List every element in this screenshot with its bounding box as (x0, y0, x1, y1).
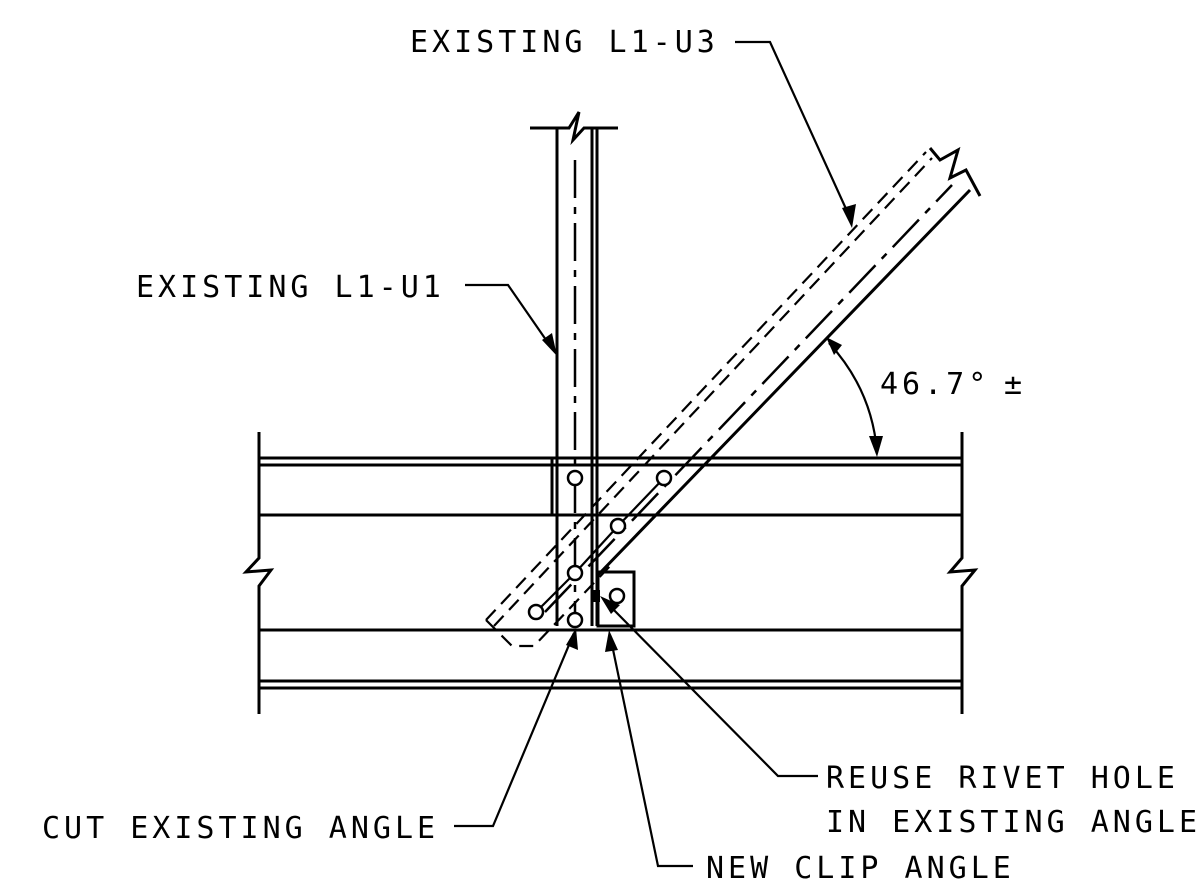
diagonal-member-l1-u3 (485, 146, 982, 648)
rivet-hole (608, 587, 626, 605)
angle-arc (828, 342, 879, 453)
diagonal-hidden-end (485, 565, 611, 648)
arrowhead-reuse-rivet-hole (600, 596, 620, 614)
fastener-pattern (527, 469, 673, 629)
label-existing-l1-u1: EXISTING L1-U1 (136, 270, 445, 305)
rivet-hole (609, 517, 627, 535)
rivet-hole (655, 469, 673, 487)
rivet-hole (566, 469, 584, 487)
label-angle-value: 46.7° (880, 367, 990, 402)
beam-right-break-line (946, 432, 979, 714)
rivet-gauge-line-middle (574, 525, 619, 574)
arrowhead-existing-l1-u3 (842, 204, 856, 228)
leader-cut-existing-angle (454, 632, 576, 828)
label-new-clip-angle: NEW CLIP ANGLE (706, 851, 1015, 886)
label-reuse-rivet-hole-line2: IN EXISTING ANGLE (826, 805, 1201, 840)
angle-arrowhead-lower (869, 436, 883, 457)
vertical-member-l1-u1 (530, 111, 618, 626)
new-clip-angle (592, 570, 636, 628)
label-plus-minus: ± (1004, 367, 1026, 402)
leader-lines (454, 40, 856, 868)
callout-labels: EXISTING L1-U3 EXISTING L1-U1 46.7° ± RE… (42, 25, 1201, 886)
diagonal-top-break-line (928, 146, 982, 197)
label-reuse-rivet-hole-line1: REUSE RIVET HOLE (826, 761, 1179, 796)
leader-reuse-rivet-hole (603, 599, 818, 778)
rivet-hole (566, 564, 584, 582)
beam-left-break-line (242, 432, 275, 714)
leader-existing-l1-u3 (735, 40, 854, 223)
floor-beam (242, 432, 979, 714)
arrowhead-cut-existing-angle (566, 628, 578, 650)
leader-existing-l1-u1 (465, 283, 554, 351)
rivet-hole-marker (592, 590, 600, 602)
label-existing-l1-u3: EXISTING L1-U3 (410, 25, 719, 60)
rivet-gauge-line-lower (535, 572, 576, 613)
rivet-gauge-line-upper (617, 477, 665, 527)
rivet-hole (527, 603, 545, 621)
angle-arrowhead-upper (826, 337, 842, 355)
vertical-top-break-line (530, 111, 618, 146)
rivet-hole (566, 611, 584, 629)
diagonal-centerline (544, 184, 953, 613)
label-cut-existing-angle: CUT EXISTING ANGLE (42, 811, 439, 846)
angle-dimension (826, 337, 883, 457)
arrowhead-existing-l1-u1 (542, 333, 557, 356)
diagonal-hidden-edge-1 (485, 151, 927, 621)
arrowhead-new-clip-angle (605, 630, 618, 652)
diagonal-hidden-edge-2 (493, 157, 933, 627)
leader-new-clip-angle (608, 634, 693, 868)
diagonal-lower-edge (596, 188, 972, 577)
